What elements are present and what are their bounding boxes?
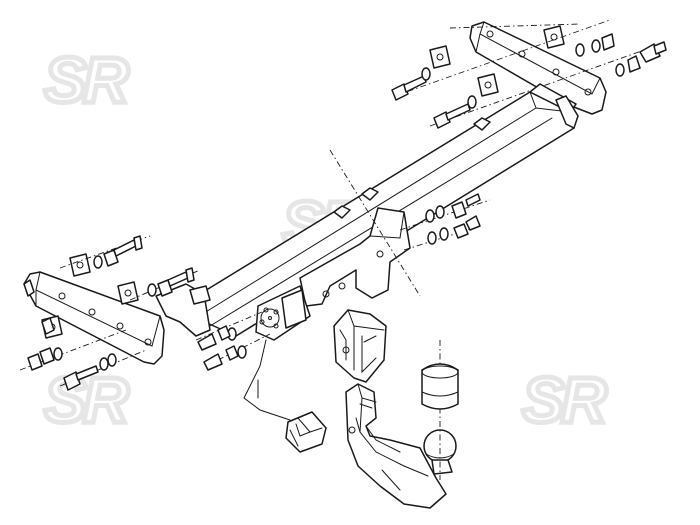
top-right-fasteners — [391, 19, 667, 129]
ball-receiver — [333, 309, 387, 383]
watermark-bottom-right: SR — [522, 364, 607, 436]
ball-cover-cap — [421, 363, 459, 410]
watermark-top-left: SR — [44, 44, 129, 116]
square-plates-top — [429, 25, 565, 97]
electrical-socket — [285, 411, 327, 453]
tow-ball — [423, 340, 457, 480]
middle-fasteners — [195, 311, 291, 421]
left-fasteners — [19, 235, 211, 391]
left-mounting-bracket — [23, 271, 211, 365]
right-mounting-bracket — [469, 21, 607, 115]
detachable-tow-ball-neck — [345, 383, 447, 509]
center-right-fasteners — [399, 193, 491, 251]
electrical-socket-plate — [255, 285, 311, 341]
crossbar-beam — [189, 83, 579, 337]
